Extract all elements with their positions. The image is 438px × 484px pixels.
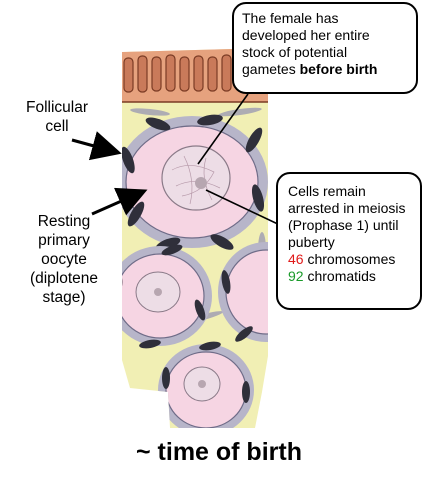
- callout-top-line-1: The female has: [242, 10, 339, 26]
- callout-top-line-3: stock of potential: [242, 44, 348, 60]
- follicular-cell-label-line-2: cell: [45, 118, 69, 135]
- oocyte-label-line-3: oocyte: [41, 251, 87, 268]
- chromosome-count-line: 46 chromosomes: [288, 251, 412, 268]
- chromatid-count: 92: [288, 268, 304, 284]
- follicular-cell-label: Follicular cell: [12, 98, 102, 136]
- primordial-follicle-bottom: [158, 341, 254, 428]
- callout-before-birth: The female has developed her entire stoc…: [232, 2, 418, 94]
- arrow-oocyte: [91, 187, 148, 216]
- arrow-follicular-cell: [71, 131, 122, 161]
- primordial-follicle-right: [218, 242, 268, 342]
- callout-top-line-4-normal: gametes: [242, 61, 300, 77]
- oocyte-label-line-5: stage): [42, 289, 86, 306]
- callout-right-line-4: puberty: [288, 234, 335, 250]
- follicular-cell-label-line-1: Follicular: [25, 99, 88, 116]
- oocyte-label-line-2: primary: [38, 232, 90, 249]
- chromosome-count: 46: [288, 251, 304, 267]
- pointer-right-callout: [205, 189, 283, 227]
- pointer-top-callout: [197, 93, 249, 165]
- primordial-follicle-lower-left: [122, 244, 212, 349]
- callout-right-line-3: (Prophase 1) until: [288, 217, 399, 233]
- caption-time-of-birth: ~ time of birth: [136, 438, 302, 466]
- callout-right-line-1: Cells remain: [288, 183, 366, 199]
- resting-oocyte-label: Resting primary oocyte (diplotene stage): [18, 212, 110, 307]
- callout-pointers: [197, 93, 283, 227]
- oocyte-label-line-1: Resting: [37, 213, 91, 230]
- label-arrows: [71, 131, 148, 216]
- callout-top-line-2: developed her entire: [242, 27, 370, 43]
- callout-top-line-4: gametes before birth: [242, 61, 408, 78]
- oocyte-label-line-4: (diplotene: [29, 270, 99, 287]
- chromatid-count-line: 92 chromatids: [288, 268, 412, 285]
- chromosome-count-text: chromosomes: [303, 251, 396, 267]
- callout-meiosis-arrest: Cells remain arrested in meiosis (Propha…: [276, 172, 422, 310]
- callout-top-emphasis: before birth: [299, 61, 378, 77]
- chromatid-count-text: chromatids: [303, 268, 376, 284]
- nucleolus: [195, 177, 207, 189]
- oocyte-nucleus: [161, 145, 231, 211]
- callout-right-line-2: arrested in meiosis: [288, 200, 406, 216]
- primordial-follicle-main: [122, 114, 268, 251]
